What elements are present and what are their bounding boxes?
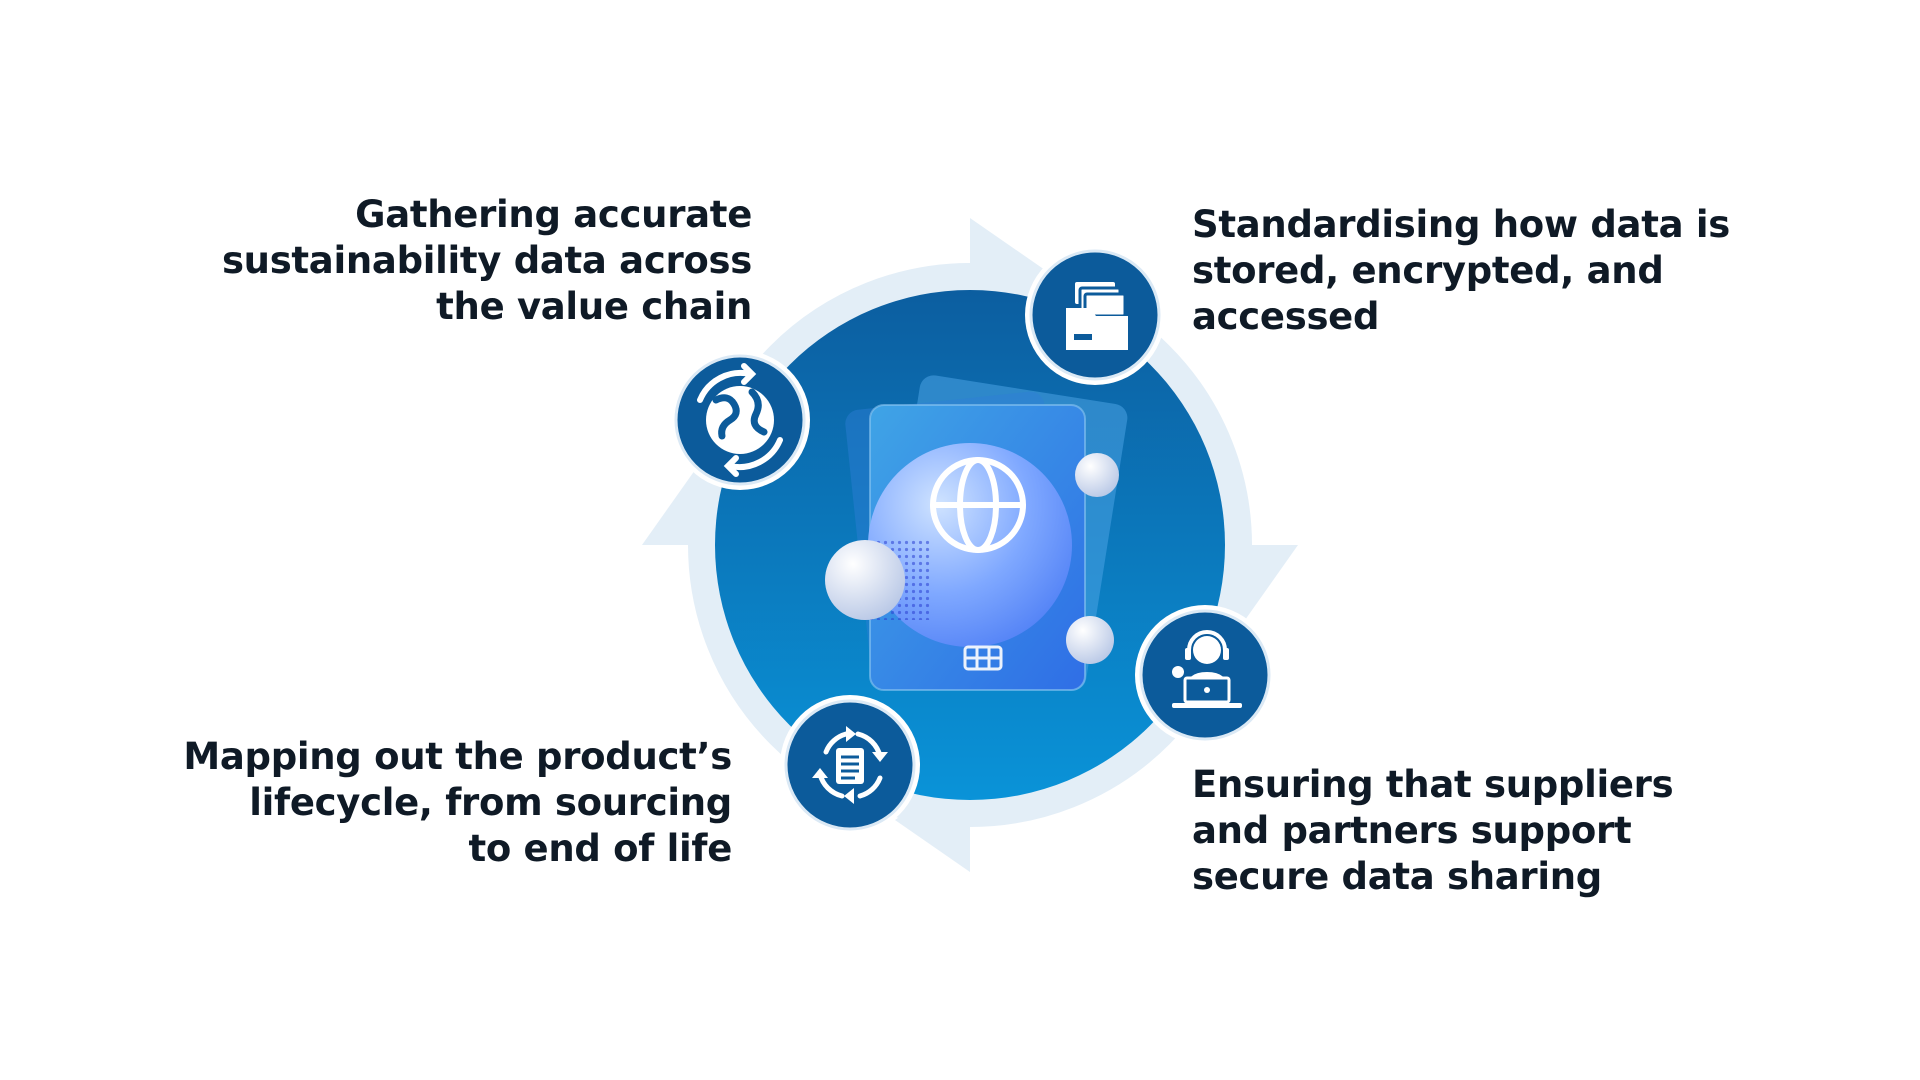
step-line: Gathering accurate xyxy=(355,193,752,236)
step-line: accessed xyxy=(1192,295,1380,338)
passport-globe-icon xyxy=(825,375,1128,691)
step-icon-lifecycle xyxy=(780,695,920,835)
step-line: secure data sharing xyxy=(1192,855,1602,898)
step-line: lifecycle, from sourcing xyxy=(249,781,732,824)
step-line: sustainability data across xyxy=(221,239,752,282)
step-line: stored, encrypted, and xyxy=(1192,249,1664,292)
step-icon-standardise xyxy=(1025,245,1165,385)
step-text-lifecycle: Mapping out the product’s lifecycle, fro… xyxy=(183,734,732,872)
step-line: and partners support xyxy=(1192,809,1632,852)
step-icon-gather xyxy=(670,350,810,490)
step-line: the value chain xyxy=(436,285,752,328)
step-line: Mapping out the product’s xyxy=(183,735,732,778)
step-text-suppliers: Ensuring that suppliers and partners sup… xyxy=(1192,762,1674,900)
folder-files-icon xyxy=(1066,282,1128,350)
support-agent-laptop-icon xyxy=(1172,630,1242,708)
step-text-standardise: Standardising how data is stored, encryp… xyxy=(1192,202,1730,340)
globe-arrows-icon xyxy=(697,363,783,477)
step-line: Standardising how data is xyxy=(1192,203,1730,246)
step-text-gather: Gathering accurate sustainability data a… xyxy=(222,192,752,330)
step-icon-suppliers xyxy=(1135,605,1275,745)
step-line: to end of life xyxy=(468,827,732,870)
document-cycle-icon xyxy=(812,726,888,804)
step-line: Ensuring that suppliers xyxy=(1192,763,1674,806)
